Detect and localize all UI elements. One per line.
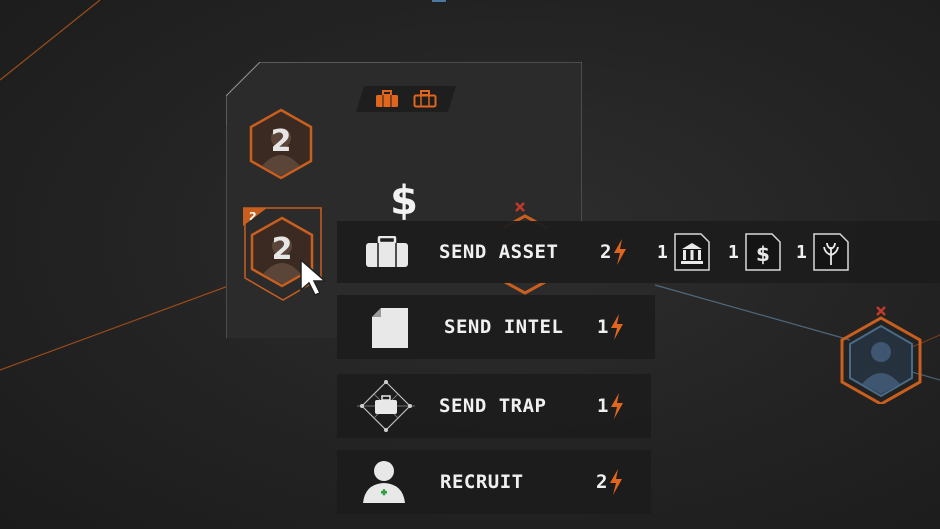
menu-send-trap-label: SEND TRAP: [439, 395, 547, 417]
agent-hexagon-icon: [250, 216, 314, 288]
requirement-plant: 1: [796, 233, 849, 271]
lightning-icon: [610, 469, 623, 495]
agent-token-selected[interactable]: 2: [249, 216, 315, 288]
enemy-agent-token[interactable]: [840, 304, 924, 406]
menu-send-asset-cost: 2: [600, 238, 628, 266]
menu-send-intel-cost: 1: [597, 313, 625, 341]
recruit-person-icon: [363, 461, 405, 503]
menu-send-asset[interactable]: SEND ASSET 2 1 1 $ 1: [337, 221, 940, 283]
agent-hexagon-icon: [249, 108, 313, 180]
dollar-icon: $: [745, 233, 781, 271]
agent-token-selected-number: 2: [271, 232, 293, 267]
requirement-count: 1: [796, 241, 807, 263]
briefcase-icon: [366, 236, 408, 267]
lightning-icon: [611, 314, 624, 340]
agent-card-border: [226, 62, 582, 338]
requirement-bank: 1: [657, 233, 710, 271]
menu-recruit-label: RECRUIT: [440, 471, 524, 493]
dollar-symbol: $: [390, 178, 418, 224]
menu-recruit-cost: 2: [596, 468, 624, 496]
lightning-icon: [614, 239, 627, 265]
cursor-icon: [300, 258, 327, 296]
menu-recruit[interactable]: RECRUIT 2: [337, 450, 651, 514]
menu-send-intel[interactable]: SEND INTEL 1: [337, 295, 655, 359]
menu-send-asset-label: SEND ASSET: [439, 241, 559, 263]
cost-number: 1: [597, 316, 609, 338]
requirement-count: 1: [657, 241, 668, 263]
lightning-icon: [611, 393, 624, 419]
cost-number: 1: [597, 395, 609, 417]
trap-icon: [357, 380, 415, 432]
menu-send-trap[interactable]: SEND TRAP 1: [337, 374, 651, 438]
briefcase-outline-icon: [413, 90, 437, 108]
requirement-count: 1: [728, 241, 739, 263]
plant-icon: [813, 233, 849, 271]
cost-number: 2: [600, 241, 612, 263]
agent-token-top[interactable]: 2: [248, 108, 314, 180]
svg-text:$: $: [756, 242, 770, 266]
requirement-dollar: 1 $: [728, 233, 781, 271]
briefcase-strip: [356, 86, 456, 112]
document-icon: [372, 308, 408, 348]
agent-token-top-number: 2: [270, 124, 292, 159]
menu-send-trap-cost: 1: [597, 392, 625, 420]
menu-send-intel-label: SEND INTEL: [444, 316, 564, 338]
bank-icon: [674, 233, 710, 271]
cost-number: 2: [596, 471, 608, 493]
hidden-target-token-bottom: [504, 280, 546, 295]
briefcase-filled-icon: [375, 90, 399, 108]
enemy-agent-icon: [840, 306, 922, 406]
